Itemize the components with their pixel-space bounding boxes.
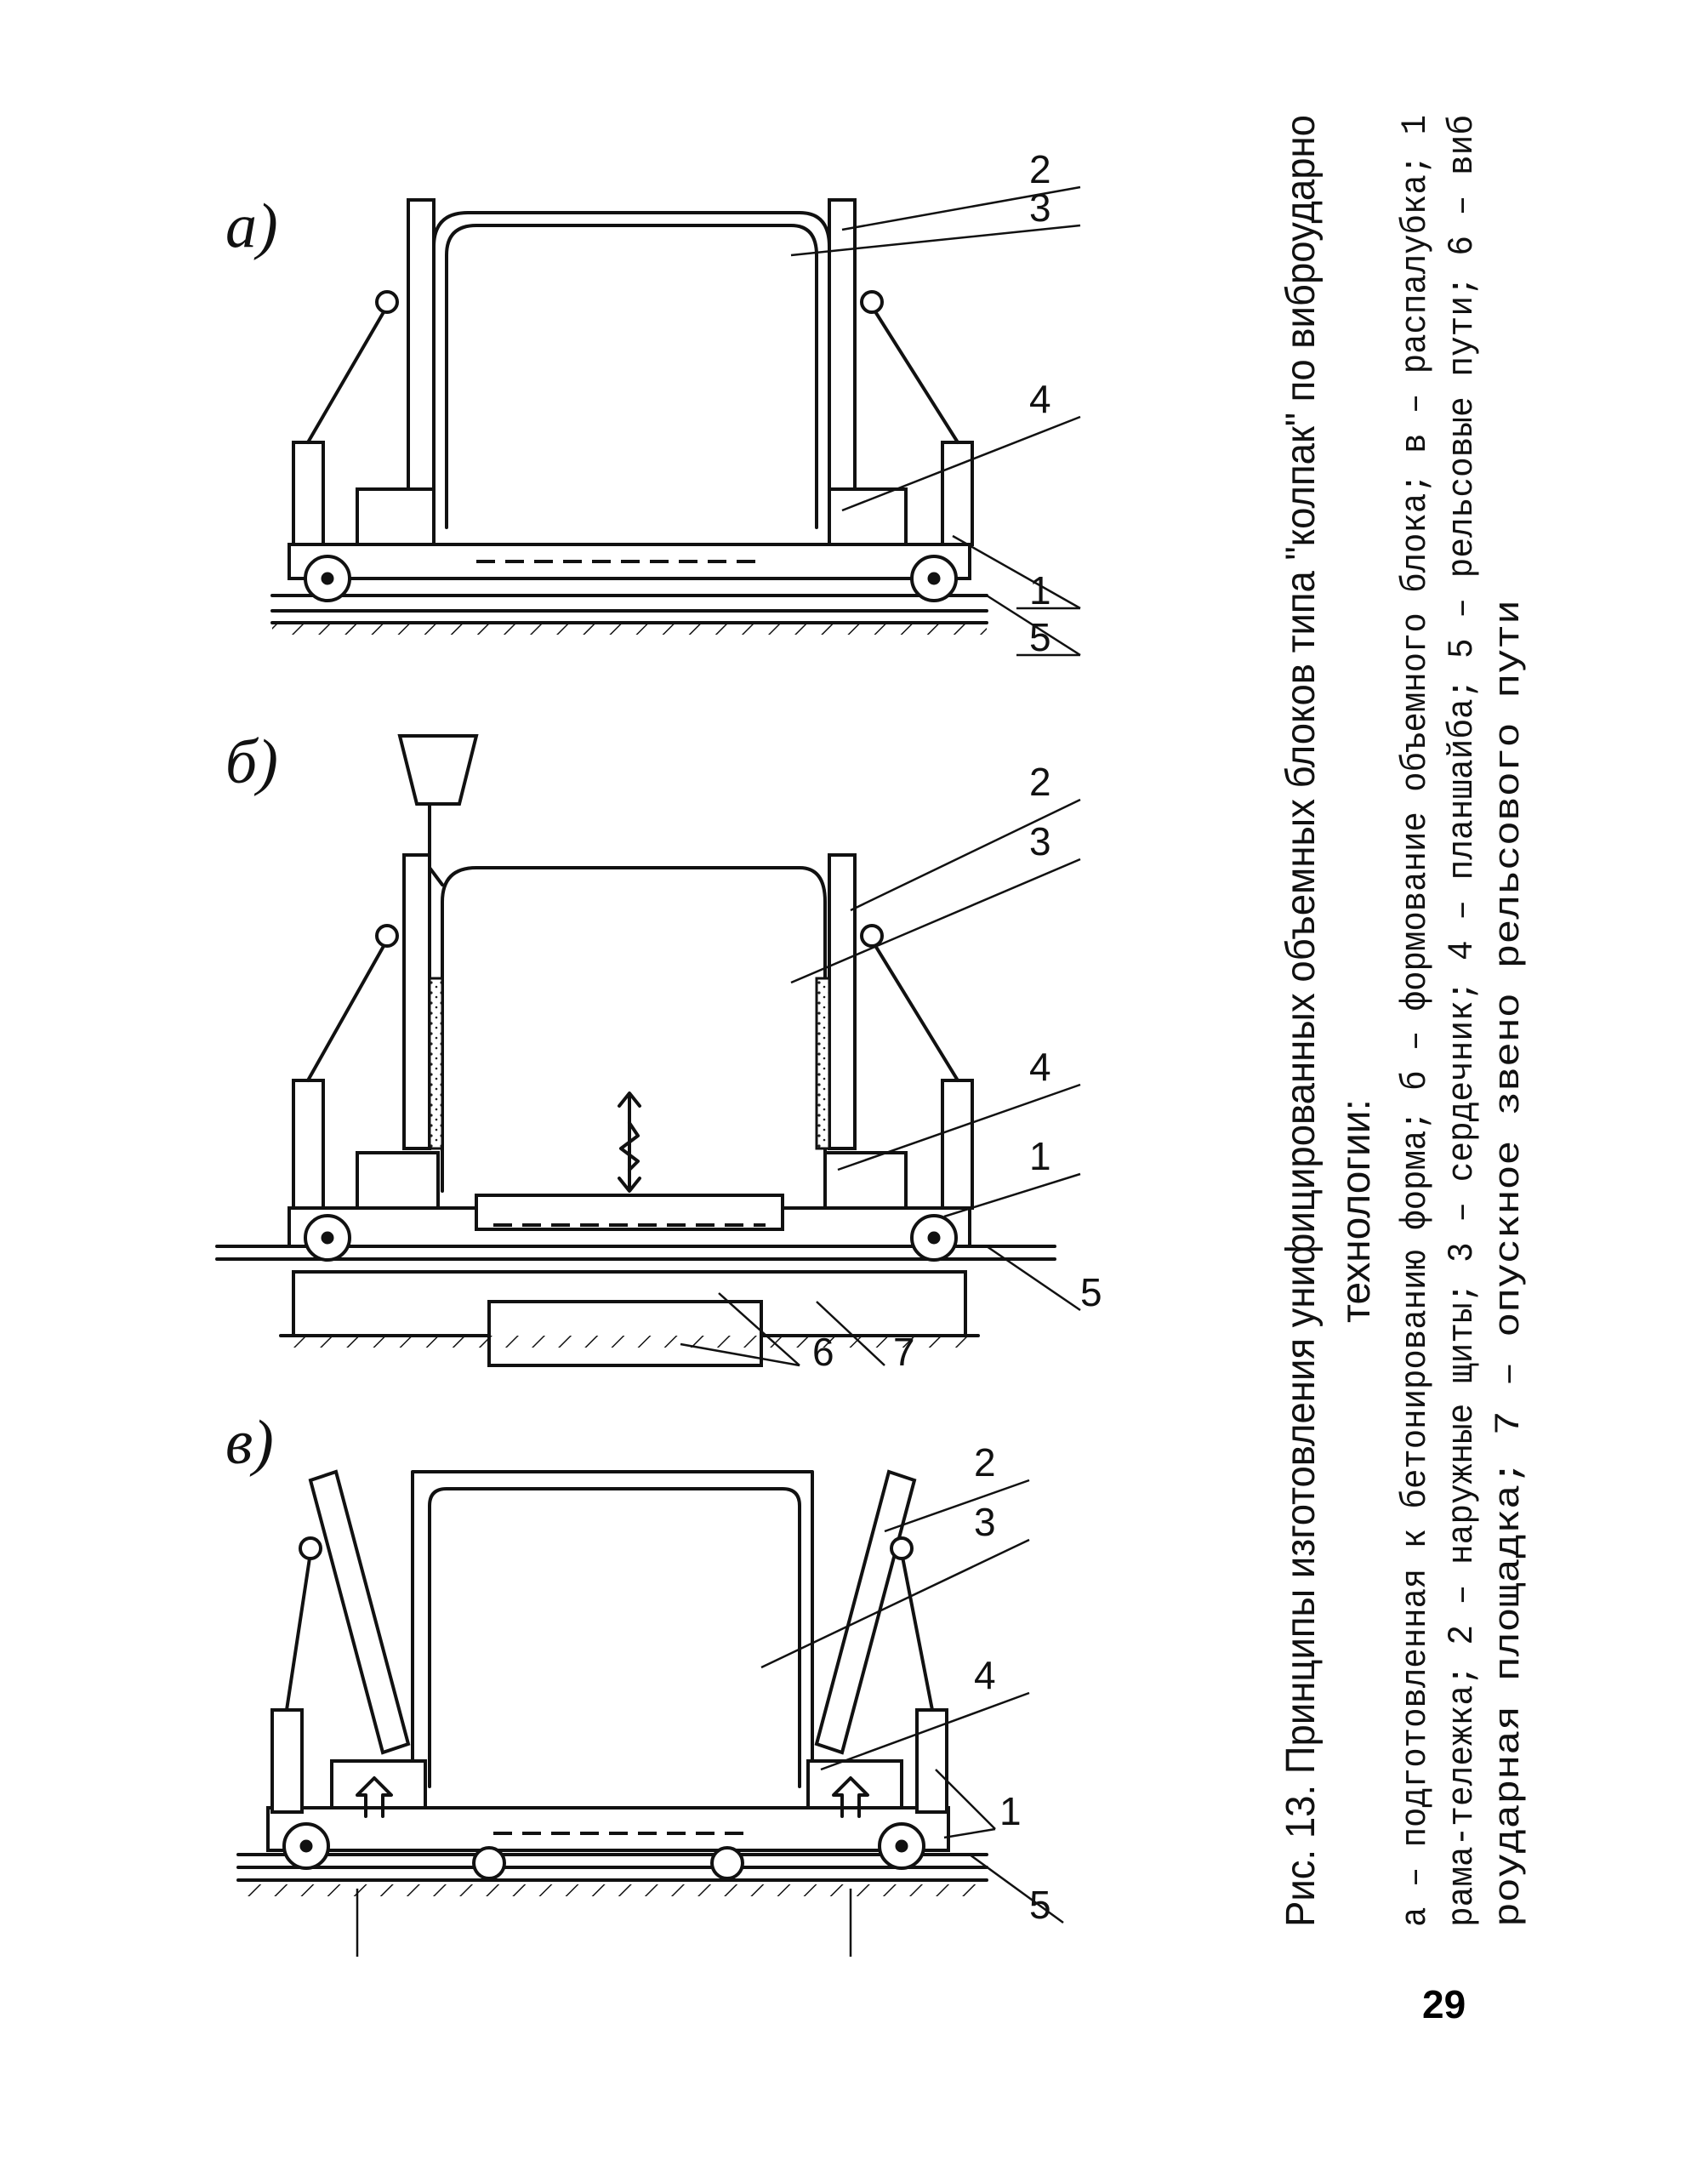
callout-4-a: 4 [1029, 377, 1051, 421]
caption-line-2: рама-тележка; 2 – наружные щиты; 3 – сер… [1442, 115, 1483, 1927]
callout-3-v: 3 [974, 1500, 996, 1544]
callout-2-a: 2 [1029, 147, 1051, 191]
callout-7-b: 7 [893, 1330, 915, 1374]
callout-1-a: 1 [1029, 568, 1051, 613]
panel-v-drawing: в) [225, 1408, 1064, 1957]
callout-4-b: 4 [1029, 1045, 1051, 1089]
page-number: 29 [1422, 1982, 1466, 2026]
callout-2-v: 2 [974, 1440, 996, 1485]
callout-6-b: 6 [812, 1330, 834, 1374]
panel-b-drawing: б) [215, 727, 1102, 1374]
callout-2-b: 2 [1029, 760, 1051, 804]
caption-title-continuation: технологии: [1334, 1099, 1379, 1323]
callout-5-v: 5 [1029, 1883, 1051, 1927]
panel-v-label: в) [225, 1408, 274, 1478]
caption-line-1: а – подготовленная к бетонированию форма… [1395, 115, 1436, 1927]
caption-line-3: роударная площадка; 7 – опускное звено р… [1489, 600, 1529, 1927]
callout-1-v: 1 [999, 1789, 1022, 1833]
panel-a-label: а) [225, 191, 278, 261]
panel-b-label: б) [225, 727, 278, 797]
figure-caption: Рис. 13. Принципы изготовления унифициро… [1278, 115, 1529, 1927]
callout-3-a: 3 [1029, 185, 1051, 230]
panel-a-drawing: а) 2 3 [225, 147, 1081, 659]
callout-4-v: 4 [974, 1653, 996, 1697]
callout-5-a: 5 [1029, 615, 1051, 659]
caption-title: Рис. 13. Принципы изготовления унифициро… [1278, 115, 1324, 1927]
callout-1-b: 1 [1029, 1134, 1051, 1178]
callout-3-b: 3 [1029, 819, 1051, 863]
callout-5-b: 5 [1080, 1270, 1102, 1314]
